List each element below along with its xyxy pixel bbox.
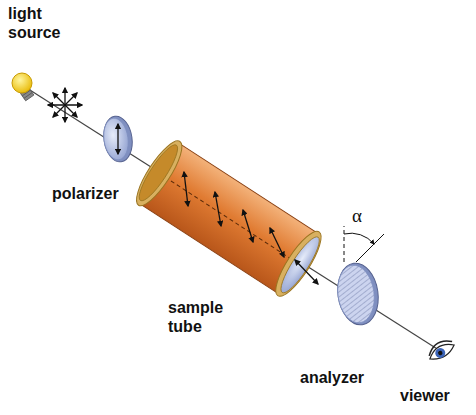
polarizer-label: polarizer (52, 184, 162, 203)
light-source-label: light source (8, 4, 72, 42)
viewer-label: viewer (400, 386, 472, 405)
analyzer-label: analyzer (300, 368, 400, 387)
sample-tube-label: sample tube (168, 298, 240, 336)
angle-symbol: α (352, 206, 372, 225)
